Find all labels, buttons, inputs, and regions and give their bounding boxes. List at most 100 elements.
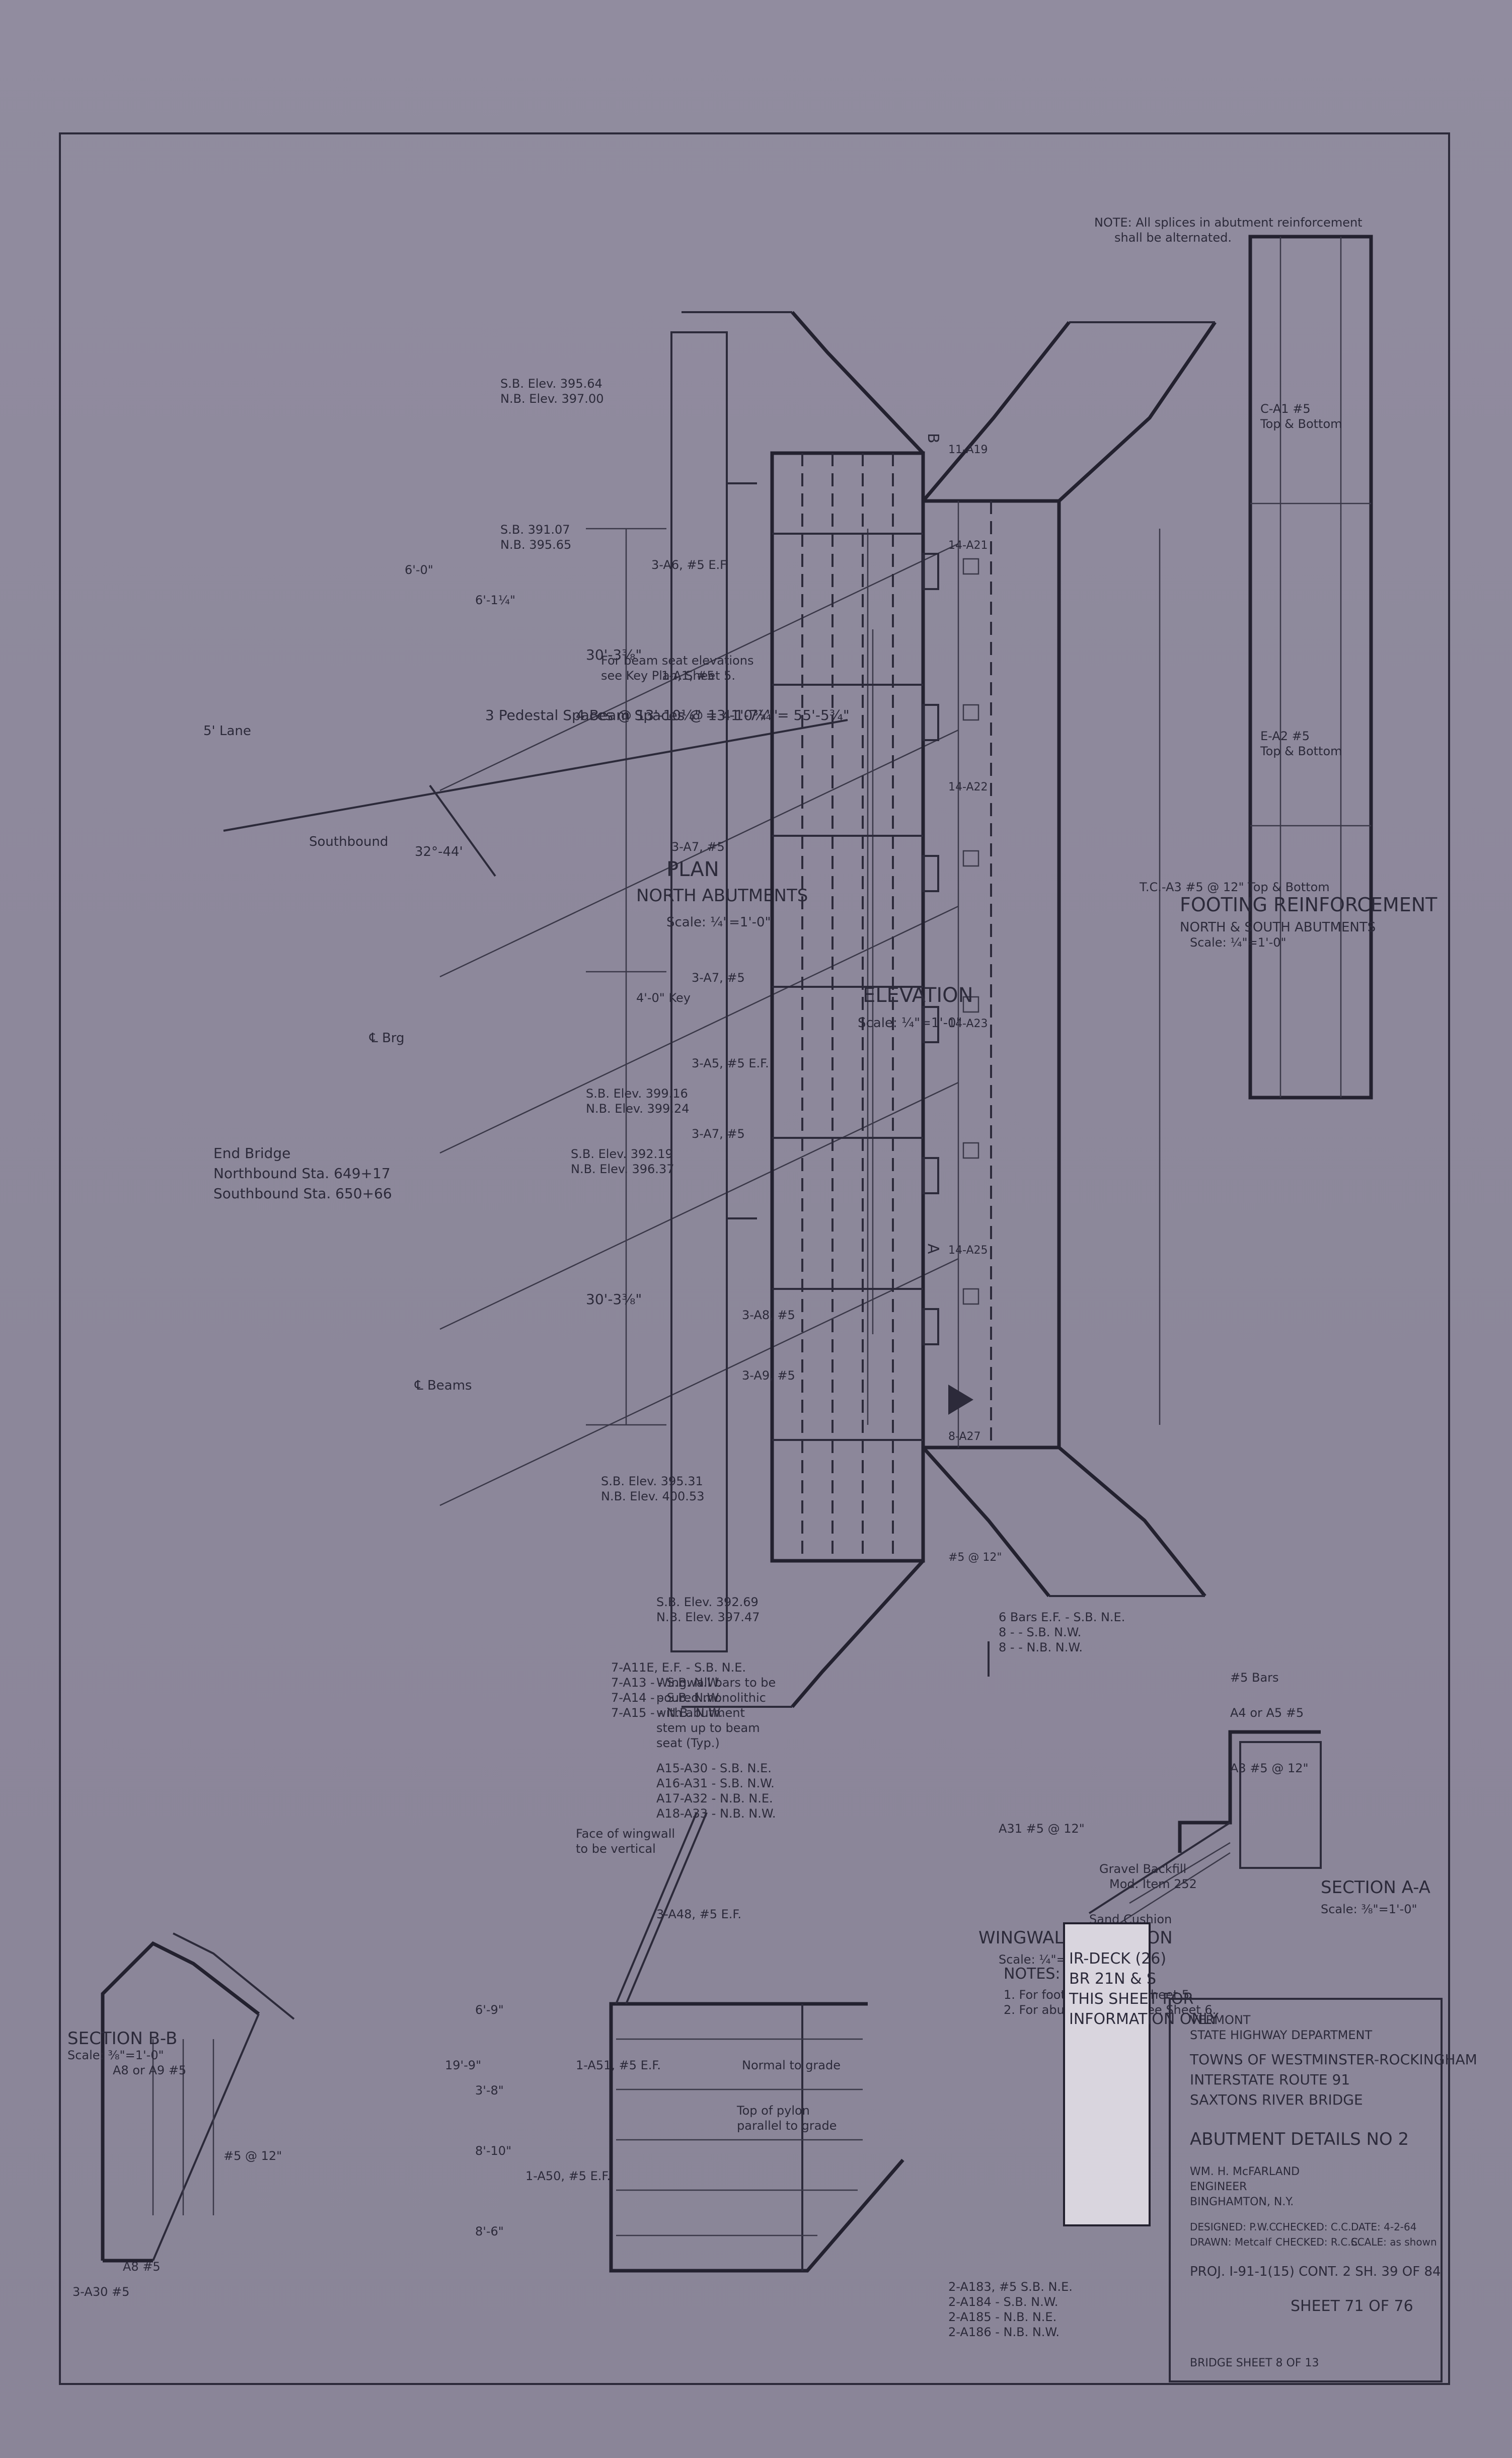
- bar-b4: 14-A22: [948, 781, 988, 793]
- wingwall-wp1: Wingwall bars to be: [656, 1676, 776, 1690]
- elev-sb-4: S.B. 391.07: [500, 523, 570, 537]
- elev-sb-5: S.B. Elev. 399.16: [586, 1087, 688, 1101]
- wingwall-rl3: 2-A185 - N.B. N.E.: [948, 2310, 1056, 2324]
- plan-subtitle: NORTH ABUTMENTS: [636, 886, 808, 906]
- tb-towns: TOWNS OF WESTMINSTER-ROCKINGHAM: [1189, 2051, 1477, 2068]
- rebar-r4: 3-A7, #5: [692, 971, 745, 985]
- footing-reinforcement-view: C-A1 #5 Top & Bottom E-A2 #5 Top & Botto…: [1094, 215, 1438, 1100]
- plan-scale: Scale: ¼"=1'-0": [666, 915, 771, 930]
- wingwall-l1: 7-A11E, E.F. - S.B. N.E.: [611, 1660, 746, 1675]
- label-pedestal-spaces: 3 Pedestal Spaces @ 13'-10¼" = 41'-7¼": [485, 707, 778, 724]
- section-aa-s2: A4 or A5 #5: [1230, 1706, 1304, 1720]
- wingwall-d5: 19'-9": [445, 2058, 481, 2072]
- rebar-r1: 3-A6, #5 E.F.: [651, 558, 729, 572]
- wingwall-d3: 8'-10": [475, 2144, 511, 2158]
- dim-6: 6'-0": [405, 563, 433, 577]
- wingwall-bb2: 8 - - S.B. N.W.: [999, 1625, 1081, 1639]
- wingwall-d1: 6'-9": [475, 2003, 504, 2017]
- footing-e2: Top & Bottom: [1260, 744, 1342, 758]
- wingwall-top2: parallel to grade: [737, 2119, 837, 2133]
- tb-department: STATE HIGHWAY DEPARTMENT: [1190, 2028, 1372, 2042]
- tb-drawing-title: ABUTMENT DETAILS NO 2: [1190, 2129, 1409, 2149]
- section-aa-s3: A3 #5 @ 12": [1230, 1761, 1309, 1775]
- label-angle: 32°-44': [415, 844, 463, 859]
- notes-header: NOTES:: [1004, 1965, 1061, 1983]
- section-bb-s2: #5 @ 12": [223, 2149, 282, 2163]
- section-bb-s3: A8 #5: [123, 2260, 161, 2274]
- wingwall-rl1: 2-A183, #5 S.B. N.E.: [948, 2280, 1073, 2294]
- tb-route: INTERSTATE ROUTE 91: [1190, 2071, 1350, 2088]
- border-frame: [59, 132, 1450, 2385]
- wingwall-a2: A16-A31 - S.B. N.W.: [656, 1776, 775, 1790]
- plan-view: End Bridge Northbound Sta. 649+17 Southb…: [203, 321, 1217, 1677]
- tb-date: DATE: 4-2-64: [1351, 2221, 1416, 2233]
- section-bb-view: SECTION B-B Scale: ⅜"=1'-0" A8 or A9 #5 …: [67, 1932, 295, 2299]
- rebar-r3: 3-A7, #5: [671, 840, 725, 854]
- elev-nb-7: N.B. Elev. 400.53: [601, 1489, 704, 1503]
- elev-nb-4: N.B. 395.65: [500, 538, 571, 552]
- footing-scale: Scale: ¼"=1'-0": [1190, 935, 1287, 950]
- wingwall-d4: 8'-6": [475, 2224, 504, 2238]
- wingwall-elevation-view: 6'-9" 3'-8" 8'-10" 8'-6" 19'-9" 1-A50, #…: [445, 1610, 1173, 2339]
- section-aa-s1: #5 Bars: [1230, 1671, 1279, 1685]
- section-aa-gravel2: Mod. Item 252: [1109, 1877, 1197, 1891]
- section-bb-scale: Scale: ⅜"=1'-0": [67, 2048, 164, 2062]
- wingwall-bb1: 6 Bars E.F. - S.B. N.E.: [999, 1610, 1125, 1624]
- footing-c2: Top & Bottom: [1260, 417, 1342, 431]
- tb-drawn: DRAWN: Metcalf: [1190, 2236, 1272, 2248]
- label-southbound: Southbound: [309, 834, 388, 849]
- tb-checked: CHECKED: C.C.: [1275, 2221, 1351, 2233]
- tb-engineer-title: ENGINEER: [1190, 2181, 1247, 2193]
- dim-right: 30'-3⅜": [586, 1291, 642, 1308]
- tb-bridge-sheet: BRIDGE SHEET 8 OF 13: [1190, 2357, 1319, 2369]
- wingwall-b1: 1-A50, #5 E.F.: [525, 2169, 611, 2183]
- elevation-title: ELEVATION: [863, 984, 973, 1007]
- plan-title: PLAN: [666, 858, 719, 881]
- wingwall-a4: A18-A33 - N.B. N.W.: [656, 1806, 776, 1821]
- label-beam-spaces: 4 Beam Spaces @ 13'-10¾" = 55'-5¾": [576, 707, 850, 724]
- wingwall-face1: Face of wingwall: [576, 1827, 675, 1841]
- bar-b5: 14-A23: [948, 1018, 988, 1030]
- elevation-wall: [770, 451, 925, 1563]
- tb-state: VERMONT: [1190, 2013, 1251, 2027]
- section-bb-s1: A8 or A9 #5: [113, 2063, 186, 2077]
- footing-e1: E-A2 #5: [1260, 729, 1310, 743]
- elevation-scale: Scale: ¼"=1'-0": [858, 1016, 962, 1031]
- beam-seat-note-1: For beam seat elevations: [601, 654, 753, 668]
- section-mark-a: A: [924, 1244, 942, 1254]
- bar-b7: 14-A25: [948, 1244, 988, 1257]
- wingwall-a1: A15-A30 - S.B. N.E.: [656, 1761, 772, 1775]
- wingwall-rl2: 2-A184 - S.B. N.W.: [948, 2295, 1058, 2309]
- wingwall-d2: 3'-8": [475, 2083, 504, 2098]
- footing-title: FOOTING REINFORCEMENT: [1180, 894, 1438, 916]
- splice-note-2: shall be alternated.: [1114, 231, 1232, 245]
- dim-left: 30'-3⅜": [586, 646, 642, 663]
- bar-b1: 11-A19: [948, 444, 988, 456]
- tb-bridge: SAXTONS RIVER BRIDGE: [1190, 2091, 1363, 2108]
- wingwall-l4: 7-A15 - - N.B. N.W.: [611, 1706, 723, 1720]
- section-aa-gravel1: Gravel Backfill: [1099, 1862, 1186, 1876]
- wingwall-normal: Normal to grade: [742, 2058, 841, 2072]
- wingwall-top1: Top of pylon: [736, 2104, 810, 2118]
- elevation-view: B A S.B. Elev. 395.64 N.B. Elev. 397.00 …: [500, 311, 1002, 1708]
- elev-nb-1: N.B. Elev. 397.00: [500, 392, 603, 406]
- bar-b3: 14-A21: [948, 539, 988, 552]
- section-mark-b: B: [924, 433, 942, 444]
- section-bb-title: SECTION B-B: [67, 2029, 177, 2049]
- section-aa-title: SECTION A-A: [1321, 1877, 1430, 1898]
- tb-engineer-name: WM. H. McFARLAND: [1190, 2165, 1300, 2178]
- elev-key: 4'-0" Key: [636, 991, 691, 1005]
- tb-designed: DESIGNED: P.W.C.: [1190, 2221, 1279, 2233]
- elev-sb-1: S.B. Elev. 395.64: [500, 377, 602, 391]
- stamp-line-2: BR 21N & S: [1069, 1970, 1156, 1988]
- information-stamp: IR-DECK (26) BR 21N & S THIS SHEET FOR I…: [1063, 1922, 1219, 2226]
- elev-nb-5: N.B. Elev. 399.24: [586, 1102, 689, 1116]
- dim-6b: 6'-1¼": [475, 593, 515, 607]
- tb-sheet: SHEET 71 OF 76: [1291, 2297, 1413, 2315]
- tb-checked2: CHECKED: R.C.C.: [1275, 2236, 1361, 2248]
- stamp-line-1: IR-DECK (26): [1069, 1950, 1166, 1968]
- wingwall-bb3: 8 - - N.B. N.W.: [999, 1640, 1083, 1654]
- elev-nb-8: N.B. Elev. 397.47: [656, 1610, 760, 1624]
